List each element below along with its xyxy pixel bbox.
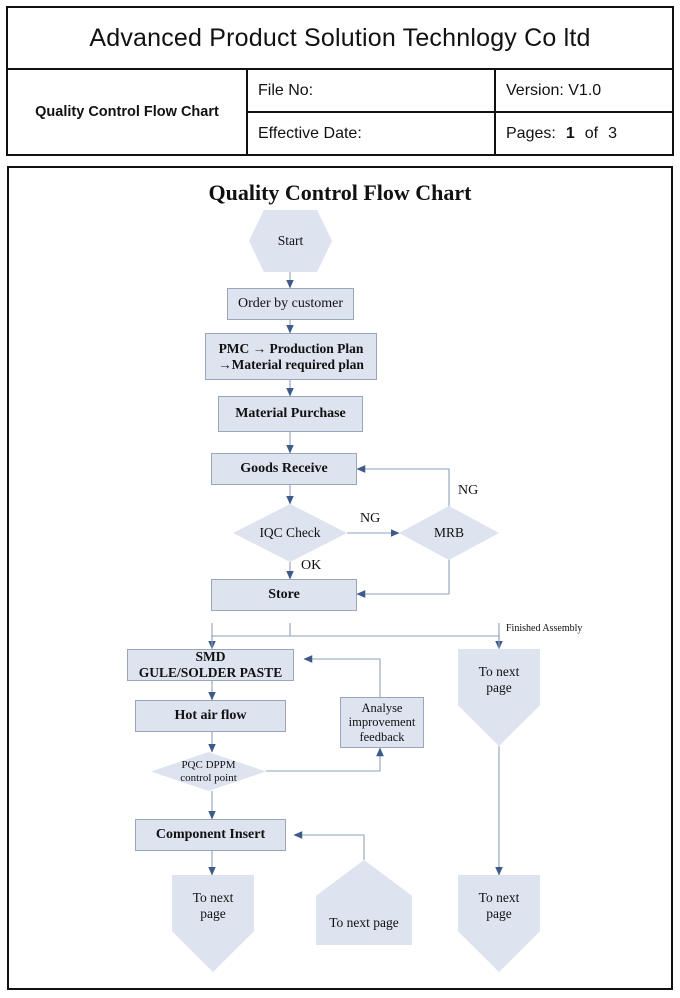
pages-prefix: Pages: [506, 124, 556, 142]
pages-total: 3 [608, 124, 617, 142]
pages-field: Pages: 1 of 3 [496, 113, 672, 154]
flowchart-connectors [208, 272, 503, 876]
company-title: Advanced Product Solution Technlogy Co l… [89, 23, 591, 52]
node-store[interactable]: Store [211, 579, 357, 611]
document-header-table: Advanced Product Solution Technlogy Co l… [6, 6, 674, 156]
document-name-cell: Quality Control Flow Chart [8, 70, 248, 154]
to-next-page-right-line2: page [486, 905, 512, 921]
node-order-label: Order by customer [238, 295, 343, 311]
edge-label-mrb-ng: NG [458, 483, 479, 498]
to-next-page-line1: To next [478, 664, 520, 679]
node-start-label: Start [277, 233, 304, 249]
node-store-label: Store [268, 586, 300, 602]
header-row-1: File No: Version: V1.0 [248, 70, 672, 113]
flowchart-frame: Quality Control Flow Chart [7, 166, 673, 990]
edge-label-finished-assembly: Finished Assembly [506, 623, 583, 634]
node-analyse-line2: improvement [348, 715, 416, 730]
to-next-page-right-line1: To next [478, 890, 520, 905]
node-pqc-line1: PQC DPPM [181, 758, 236, 771]
node-pqc-line2: control point [180, 771, 237, 784]
company-title-row: Advanced Product Solution Technlogy Co l… [8, 8, 672, 70]
node-pmc-line1: PMC → Production Plan [218, 340, 364, 356]
document-name-label: Quality Control Flow Chart [35, 104, 219, 120]
node-goods-receive[interactable]: Goods Receive [211, 453, 357, 485]
version-field: Version: V1.0 [506, 81, 602, 99]
node-start[interactable]: Start [249, 210, 332, 272]
node-hot-air-flow[interactable]: Hot air flow [135, 700, 286, 732]
node-analyse-line3: feedback [359, 729, 405, 744]
pages-of: of [584, 124, 599, 142]
node-material-purchase[interactable]: Material Purchase [218, 396, 363, 432]
node-analyse-improvement-feedback[interactable]: Analyse improvement feedback [340, 697, 424, 748]
node-smd-line2: GULE/SOLDER PASTE [138, 665, 283, 680]
edge-label-iqc-ng: NG [360, 511, 381, 526]
node-pmc-line2: →Material required plan [218, 356, 364, 372]
node-material-purchase-label: Material Purchase [235, 405, 346, 421]
effective-date-field: Effective Date: [248, 113, 496, 154]
header-info-grid: Quality Control Flow Chart File No: Vers… [8, 70, 672, 154]
file-no-field: File No: [248, 70, 496, 111]
node-mrb-label: MRB [433, 525, 464, 541]
node-smd-line1: SMD [195, 649, 226, 665]
node-hot-air-flow-label: Hot air flow [174, 707, 247, 723]
node-component-insert-label: Component Insert [155, 826, 266, 842]
flowchart-title: Quality Control Flow Chart [208, 180, 472, 205]
node-iqc-check-label: IQC Check [259, 525, 321, 541]
to-next-page-left-line2: page [200, 905, 226, 921]
to-next-page-line2: page [486, 679, 512, 695]
node-order-by-customer[interactable]: Order by customer [227, 288, 354, 320]
node-smd-glue-solder-paste[interactable]: SMD GULE/SOLDER PASTE [127, 649, 294, 681]
pages-current: 1 [565, 124, 575, 142]
header-row-2: Effective Date: Pages: 1 of 3 [248, 113, 672, 154]
header-fields: File No: Version: V1.0 Effective Date: P… [248, 70, 672, 154]
node-goods-receive-label: Goods Receive [240, 460, 328, 476]
to-next-page-middle-label: To next page [329, 915, 399, 931]
edge-label-iqc-ok: OK [301, 558, 322, 573]
node-component-insert[interactable]: Component Insert [135, 819, 286, 851]
to-next-page-left-line1: To next [192, 890, 234, 905]
node-analyse-line1: Analyse [361, 700, 403, 715]
node-pmc-production-plan[interactable]: PMC → Production Plan →Material required… [205, 333, 377, 380]
